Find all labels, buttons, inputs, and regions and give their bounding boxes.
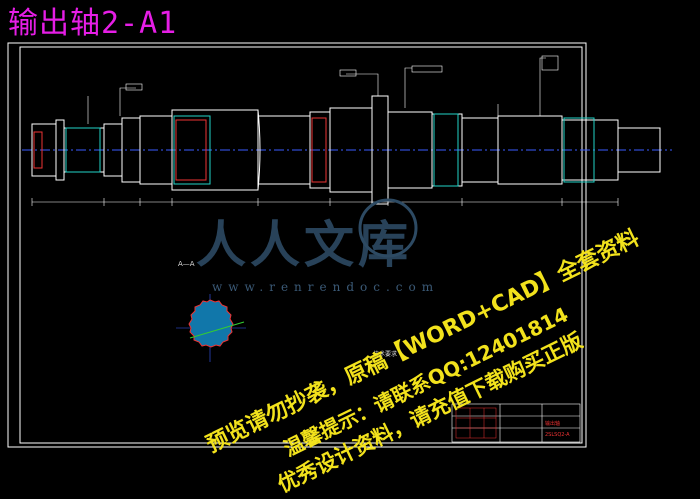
site-watermark: www.renrendoc.com (212, 280, 440, 294)
title-block-part-name: 输出轴 (545, 421, 561, 427)
section-label: A—A (178, 260, 195, 268)
drawing-title: 输出轴2-A1 (8, 6, 178, 41)
spline-highlights (65, 113, 595, 187)
brand-circle (358, 198, 418, 258)
leader-callouts (87, 55, 559, 124)
collar-ring (257, 109, 261, 191)
brand-watermark: 人人文库 (196, 215, 412, 274)
dimension-ticks (31, 198, 619, 206)
inner-frame (19, 46, 583, 444)
title-block-grid (455, 407, 497, 439)
outer-frame (7, 42, 587, 448)
keyway-highlights (33, 117, 327, 183)
shaft-collar (371, 95, 389, 205)
spline-section (188, 299, 234, 348)
title-block-code: 2SLSQ2-A (545, 432, 570, 438)
section-view-aa (176, 294, 246, 362)
tech-notes-title: 技术要求 (373, 351, 398, 358)
title-block (451, 403, 581, 443)
